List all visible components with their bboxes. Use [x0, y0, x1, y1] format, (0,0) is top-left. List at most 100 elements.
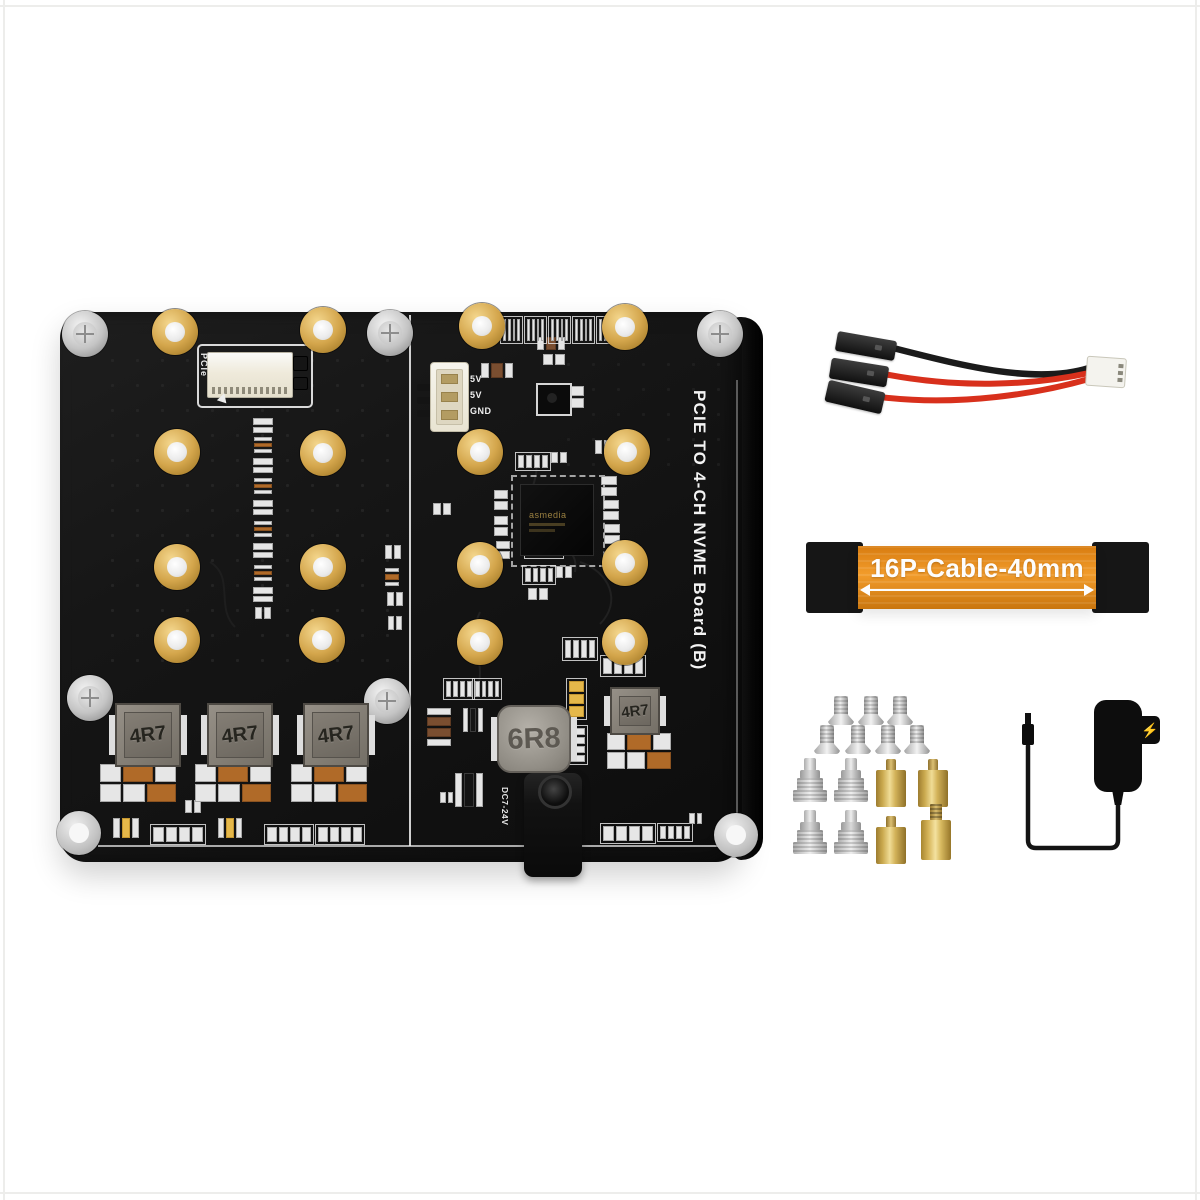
smd-pad — [179, 827, 190, 842]
smd-pad — [607, 752, 671, 769]
standoff-part — [834, 790, 868, 802]
standoff-hole — [154, 544, 200, 590]
standoff-part — [834, 842, 868, 854]
smd-pad — [443, 503, 451, 515]
smd-pad — [518, 455, 524, 468]
inductor-core — [312, 712, 360, 758]
screw-shank — [834, 696, 848, 715]
smd-component — [481, 363, 513, 378]
connector-contacts — [212, 387, 288, 394]
smd-pad — [253, 500, 273, 507]
smd-pad — [195, 764, 271, 782]
smd-pad — [607, 752, 625, 769]
smd-component — [603, 500, 619, 520]
wire-stub — [417, 410, 432, 417]
mounting-screw — [887, 696, 913, 726]
smd-pad — [453, 681, 458, 697]
screw-head — [858, 714, 884, 725]
screw-head — [875, 743, 901, 754]
smd-pad — [388, 616, 394, 630]
smd-pad — [540, 568, 546, 582]
smd-pad — [496, 541, 510, 549]
smd-pad — [603, 658, 612, 674]
connector-latch — [293, 356, 308, 371]
silkscreen-bottom-line — [98, 845, 742, 847]
smd-pad — [387, 592, 394, 606]
smd-pad — [494, 681, 499, 697]
smd-pad — [469, 708, 477, 732]
inductor-core — [619, 696, 651, 726]
smd-component — [385, 545, 401, 559]
smd-component — [601, 476, 617, 496]
length-arrow — [860, 584, 1094, 596]
mounting-hole — [714, 813, 758, 857]
smd-pad — [531, 319, 535, 341]
standoff-hole — [300, 544, 346, 590]
hole-center — [615, 317, 635, 337]
mounting-screw — [845, 725, 871, 755]
pin-slot — [441, 410, 458, 420]
connector-latch-hole — [862, 395, 871, 403]
dc-input-label: DC7-24V — [500, 787, 510, 826]
hole-center — [313, 557, 333, 577]
standoff-part — [804, 758, 816, 771]
smd-pad — [488, 681, 493, 697]
pin-slot — [1118, 363, 1124, 369]
standoff-part — [845, 810, 857, 823]
smd-component — [494, 516, 508, 536]
smd-pad — [385, 568, 399, 573]
smd-pad — [123, 784, 145, 802]
smd-component — [387, 592, 403, 606]
mounting-screw — [814, 725, 840, 755]
smd-pad — [478, 708, 483, 732]
smd-component — [524, 316, 547, 344]
smd-pad — [427, 739, 451, 746]
smd-pad — [543, 354, 553, 365]
mounting-hole — [57, 811, 101, 855]
smd-component — [463, 708, 483, 732]
smd-pad — [607, 733, 625, 750]
standoff-hole — [602, 304, 648, 350]
smd-pad — [560, 452, 567, 463]
smd-pad — [481, 363, 490, 378]
smd-pad — [589, 640, 595, 658]
smd-pad — [539, 588, 548, 600]
standoff-part — [797, 778, 823, 791]
smd-pad — [551, 319, 554, 341]
smd-pad — [254, 449, 272, 453]
pcie-connector-outline — [197, 344, 313, 408]
standoff-hole — [602, 540, 648, 586]
smd-pad — [560, 319, 564, 341]
smd-component — [253, 418, 273, 433]
hole-center — [165, 322, 185, 342]
silkscreen-divider — [409, 315, 411, 846]
inductor: 6R8 — [491, 705, 577, 773]
pcie-label: PCIe — [199, 353, 209, 378]
smd-component — [600, 655, 646, 677]
standoff-hole — [154, 617, 200, 663]
brass-standoff-tall — [921, 804, 951, 860]
smd-pad — [253, 426, 273, 433]
smd-pad — [440, 792, 446, 803]
smd-component — [113, 818, 139, 838]
standoff-part — [841, 822, 861, 831]
standoff-part — [804, 810, 816, 823]
standoff-part — [800, 822, 820, 831]
smd-pad — [195, 784, 217, 802]
photo-border-top — [0, 5, 1200, 7]
smd-pad — [290, 827, 300, 842]
smd-component — [218, 818, 243, 838]
smd-pad — [100, 764, 176, 782]
screw-head — [708, 322, 732, 346]
smd-component — [427, 708, 451, 746]
smd-pad — [253, 418, 273, 425]
smd-pad — [555, 354, 565, 365]
smd-pad — [512, 319, 516, 341]
smd-component — [264, 824, 314, 845]
smd-pad — [254, 437, 272, 441]
standoff-body — [876, 770, 906, 807]
smd-pad — [100, 784, 176, 802]
smd-component — [254, 478, 272, 494]
standoff-body — [876, 827, 906, 864]
ffc-stiffener-right — [1092, 542, 1149, 613]
